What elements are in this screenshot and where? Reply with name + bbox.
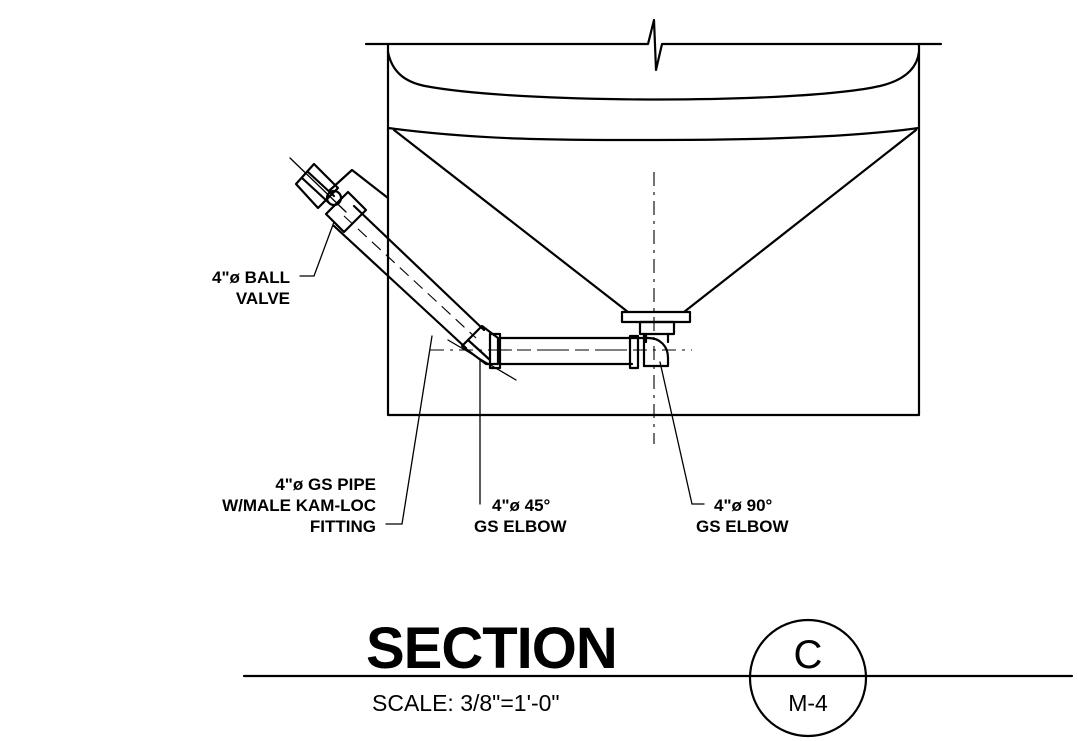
label-ball-valve-line1: 4"ø BALL bbox=[212, 268, 290, 287]
label-elbow-45-line1: 4"ø 45° bbox=[492, 496, 551, 515]
elbow-45 bbox=[460, 324, 502, 370]
section-letter: C bbox=[794, 633, 823, 677]
hopper-cone bbox=[392, 128, 918, 336]
diagonal-pipe bbox=[332, 204, 517, 381]
section-title: SECTION bbox=[366, 616, 617, 681]
label-elbow-90-line1: 4"ø 90° bbox=[714, 496, 773, 515]
centerlines bbox=[430, 172, 692, 444]
label-elbow-90-line2: GS ELBOW bbox=[696, 517, 790, 536]
horizontal-pipe bbox=[498, 336, 634, 366]
leader-lines bbox=[299, 221, 705, 525]
label-ball-valve-line2: VALVE bbox=[236, 289, 290, 308]
callout-ball-valve: 4"ø BALL VALVE bbox=[212, 268, 290, 308]
label-gs-pipe-line1: 4"ø GS PIPE bbox=[275, 475, 376, 494]
callout-elbow-45: 4"ø 45° GS ELBOW bbox=[474, 496, 568, 536]
ball-valve bbox=[289, 157, 390, 234]
callout-gs-pipe: 4"ø GS PIPE W/MALE KAM-LOC FITTING bbox=[222, 475, 376, 536]
title-block: SECTION SCALE: 3/8"=1'-0" C M-4 bbox=[242, 616, 1074, 738]
elbow-90 bbox=[628, 332, 670, 370]
sheet-number: M-4 bbox=[788, 690, 828, 716]
label-gs-pipe-line3: FITTING bbox=[310, 517, 376, 536]
callout-elbow-90: 4"ø 90° GS ELBOW bbox=[696, 496, 790, 536]
section-bubble bbox=[748, 618, 868, 738]
top-break-line bbox=[364, 18, 943, 72]
label-gs-pipe-line2: W/MALE KAM-LOC bbox=[222, 496, 376, 515]
label-elbow-45-line2: GS ELBOW bbox=[474, 517, 568, 536]
scale-label: SCALE: 3/8"=1'-0" bbox=[372, 690, 560, 716]
